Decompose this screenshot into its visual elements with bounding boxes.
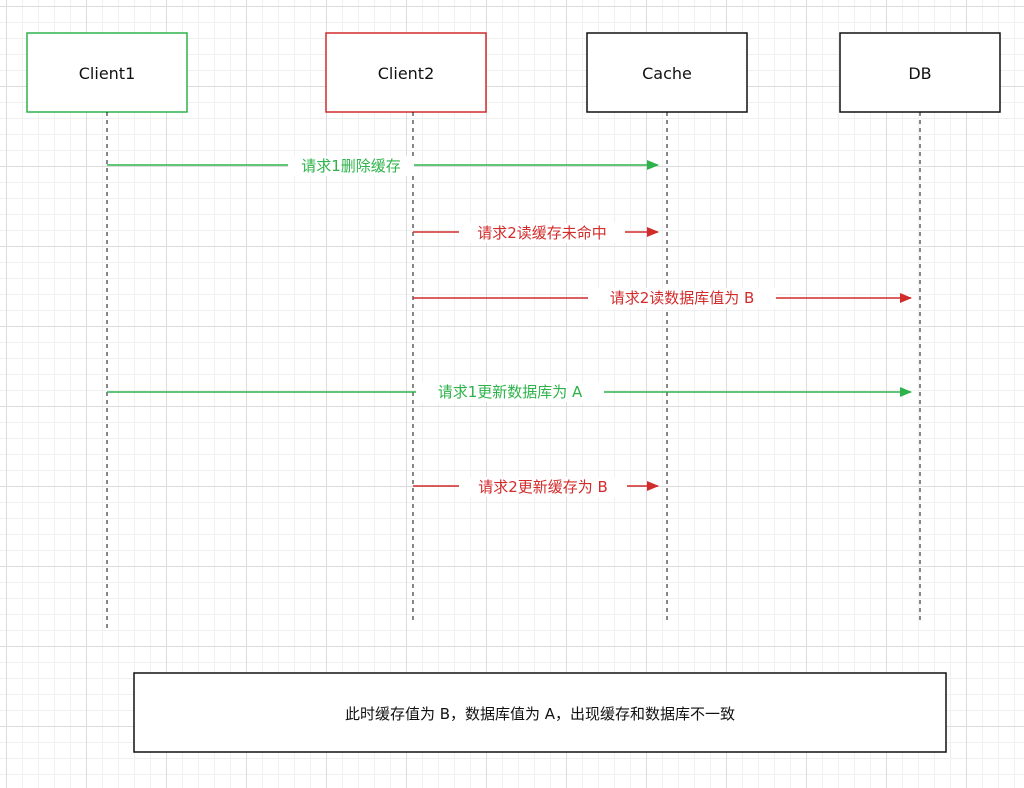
message-label: 请求2读数据库值为 B bbox=[610, 289, 755, 307]
actor-label-db: DB bbox=[908, 64, 931, 83]
actor-client1[interactable]: Client1 bbox=[26, 32, 188, 113]
message-label: 请求2更新缓存为 B bbox=[478, 478, 608, 496]
actor-cache[interactable]: Cache bbox=[586, 32, 748, 113]
note-border bbox=[133, 672, 947, 753]
actor-box-db bbox=[839, 32, 1001, 113]
message-4[interactable]: 请求1更新数据库为 A bbox=[107, 382, 912, 402]
message-label-bg bbox=[588, 288, 776, 308]
actor-box-cache bbox=[586, 32, 748, 113]
note-box: 此时缓存值为 B，数据库值为 A，出现缓存和数据库不一致 bbox=[133, 672, 947, 753]
message-label-bg bbox=[288, 156, 414, 176]
message-1[interactable]: 请求1删除缓存 bbox=[107, 156, 659, 176]
message-label-bg bbox=[416, 382, 604, 402]
actor-box-client1 bbox=[26, 32, 188, 113]
message-5[interactable]: 请求2更新缓存为 B bbox=[413, 477, 659, 497]
note-text: 此时缓存值为 B，数据库值为 A，出现缓存和数据库不一致 bbox=[345, 705, 735, 723]
message-label-bg bbox=[459, 477, 627, 497]
actor-label-client1: Client1 bbox=[79, 64, 136, 83]
actor-db[interactable]: DB bbox=[839, 32, 1001, 113]
actor-box-client2 bbox=[325, 32, 487, 113]
message-label: 请求1删除缓存 bbox=[301, 157, 401, 175]
message-label: 请求2读缓存未命中 bbox=[477, 224, 607, 242]
message-3[interactable]: 请求2读数据库值为 B bbox=[413, 288, 912, 308]
message-2[interactable]: 请求2读缓存未命中 bbox=[413, 223, 659, 243]
message-label-bg bbox=[459, 223, 625, 243]
message-label: 请求1更新数据库为 A bbox=[438, 383, 583, 401]
actor-label-client2: Client2 bbox=[378, 64, 435, 83]
actor-label-cache: Cache bbox=[642, 64, 692, 83]
actor-client2[interactable]: Client2 bbox=[325, 32, 487, 113]
